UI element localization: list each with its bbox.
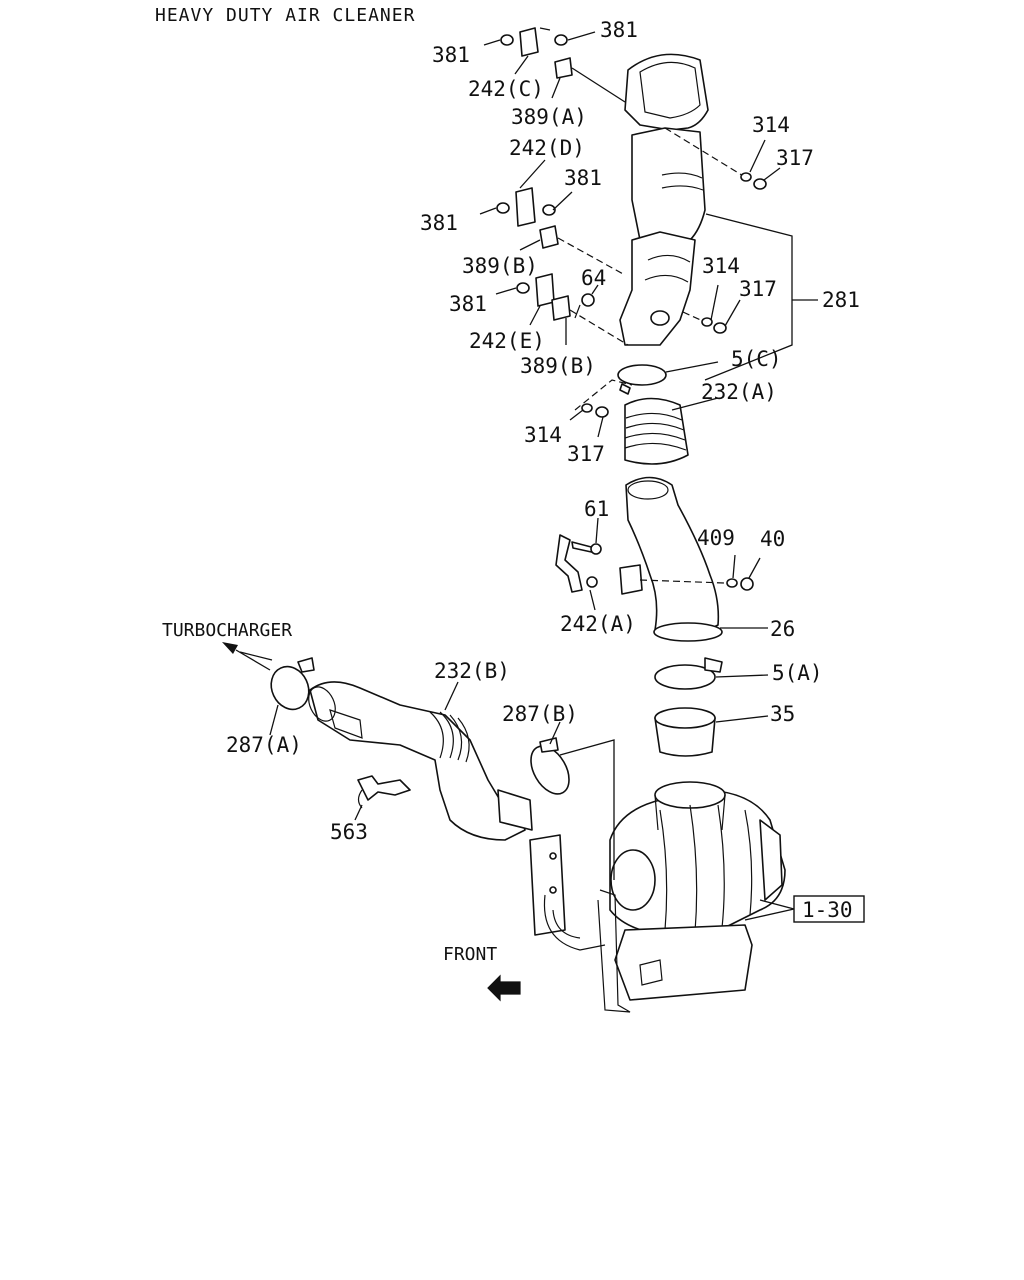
front-label: FRONT (443, 944, 497, 965)
label-317: 317 (567, 442, 605, 466)
top-hardware (479, 27, 781, 438)
turbocharger-label: TURBOCHARGER (162, 620, 292, 641)
label-389b: 389(B) (462, 254, 538, 278)
label-381: 381 (449, 292, 487, 316)
label-287b: 287(B) (502, 702, 578, 726)
ref-1-30-label: 1-30 (802, 898, 853, 922)
label-242d: 242(D) (509, 136, 585, 160)
upper-intake-duct (619, 53, 746, 346)
turbocharger-arrow (222, 642, 271, 671)
label-232a: 232(A) (701, 380, 777, 404)
label-35: 35 (770, 702, 795, 726)
hose-232a (617, 361, 719, 465)
label-64: 64 (581, 266, 606, 290)
callout-labels: 381 381 242(C) 389(A) 314 317 242(D) 381… (162, 18, 860, 965)
air-cleaner-body (529, 781, 786, 1013)
label-242c: 242(C) (468, 77, 544, 101)
clip-563 (354, 775, 411, 821)
label-389b: 389(B) (520, 354, 596, 378)
label-389a: 389(A) (511, 105, 587, 129)
label-317: 317 (739, 277, 777, 301)
hose-232b (239, 651, 615, 880)
label-232b: 232(B) (434, 659, 510, 683)
label-242e: 242(E) (469, 329, 545, 353)
label-563: 563 (330, 820, 368, 844)
label-381: 381 (564, 166, 602, 190)
label-317: 317 (776, 146, 814, 170)
label-5a: 5(A) (772, 661, 823, 685)
label-381: 381 (432, 43, 470, 67)
front-arrow (487, 974, 521, 1002)
label-5c: 5(C) (731, 347, 782, 371)
diagram-title: HEAVY DUTY AIR CLEANER (155, 5, 415, 26)
label-314: 314 (702, 254, 740, 278)
label-381: 381 (420, 211, 458, 235)
label-409: 409 (697, 526, 735, 550)
clamp-ring-35 (654, 657, 769, 757)
label-242a: 242(A) (560, 612, 636, 636)
label-314: 314 (524, 423, 562, 447)
label-287a: 287(A) (226, 733, 302, 757)
reference-box-1-30: 1-30 (744, 895, 865, 923)
label-40: 40 (760, 527, 785, 551)
bracket-281-line (704, 213, 793, 381)
elbow-26 (619, 476, 768, 642)
label-26: 26 (770, 617, 795, 641)
label-281: 281 (822, 288, 860, 312)
label-314: 314 (752, 113, 790, 137)
bracket-242a (555, 517, 602, 611)
label-381: 381 (600, 18, 638, 42)
label-61: 61 (584, 497, 609, 521)
